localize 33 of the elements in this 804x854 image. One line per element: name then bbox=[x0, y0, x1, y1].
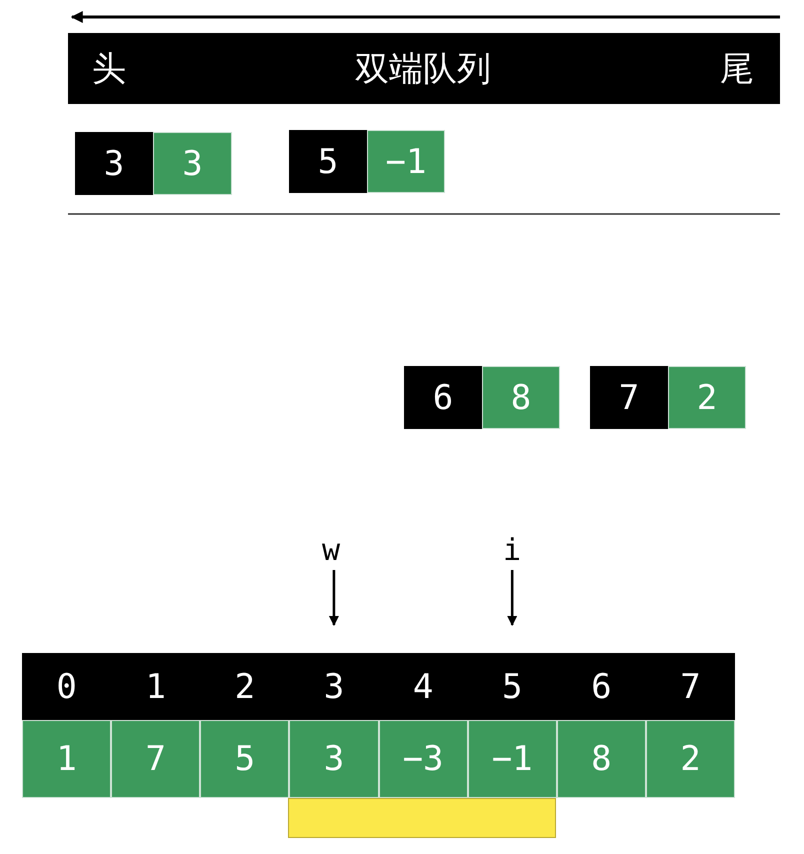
head-label: 头 bbox=[92, 48, 126, 90]
value-cell: 8 bbox=[556, 720, 646, 798]
value-cell: 3 bbox=[153, 132, 232, 195]
index-cell: 3 bbox=[289, 653, 378, 720]
pointer-label: w bbox=[306, 532, 356, 568]
index-cell: 6 bbox=[556, 653, 646, 720]
index-cell: 4 bbox=[378, 653, 468, 720]
value-cell: 7 bbox=[111, 720, 200, 798]
index-cell: 5 bbox=[468, 653, 557, 720]
value-cell: 2 bbox=[668, 366, 746, 429]
index-cell: 7 bbox=[646, 653, 735, 720]
value-cell: −3 bbox=[378, 720, 468, 798]
value-cell: 1 bbox=[22, 720, 112, 798]
window-box bbox=[288, 798, 556, 838]
key-cell: 3 bbox=[75, 132, 153, 195]
index-cell: 1 bbox=[111, 653, 200, 720]
value-cell: 8 bbox=[482, 366, 560, 429]
key-cell: 5 bbox=[289, 130, 367, 193]
key-cell: 6 bbox=[404, 366, 482, 429]
tail-label: 尾 bbox=[720, 48, 754, 90]
deque-band bbox=[68, 33, 780, 104]
value-cell: 3 bbox=[289, 720, 378, 798]
title-label: 双端队列 bbox=[355, 48, 491, 90]
value-cell: 2 bbox=[646, 720, 735, 798]
value-cell: −1 bbox=[367, 130, 445, 193]
index-cell: 0 bbox=[22, 653, 112, 720]
pointer-arrow bbox=[507, 570, 518, 626]
pointer-arrow bbox=[328, 570, 339, 626]
key-cell: 7 bbox=[590, 366, 668, 429]
value-cell: 5 bbox=[200, 720, 290, 798]
pointer-label: i bbox=[487, 532, 537, 568]
value-cell: −1 bbox=[468, 720, 557, 798]
index-cell: 2 bbox=[200, 653, 290, 720]
